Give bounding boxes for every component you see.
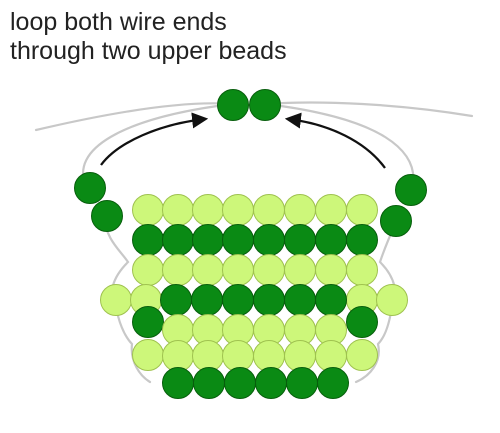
dark-green-bead-icon	[253, 224, 285, 256]
dark-green-bead-icon	[315, 284, 347, 316]
dark-green-bead-icon	[249, 89, 281, 121]
instruction-caption: loop both wire ends through two upper be…	[10, 8, 287, 66]
light-green-bead-icon	[162, 254, 194, 286]
curved-arrow-icon	[284, 112, 386, 169]
dark-green-bead-icon	[380, 205, 412, 237]
light-green-bead-icon	[284, 194, 316, 226]
light-green-bead-icon	[222, 340, 254, 372]
light-green-bead-icon	[253, 254, 285, 286]
light-green-bead-icon	[253, 194, 285, 226]
light-green-bead-icon	[376, 284, 408, 316]
dark-green-bead-icon	[217, 89, 249, 121]
dark-green-bead-icon	[132, 224, 164, 256]
light-green-bead-icon	[192, 194, 224, 226]
dark-green-bead-icon	[91, 200, 123, 232]
light-green-bead-icon	[100, 284, 132, 316]
light-green-bead-icon	[346, 254, 378, 286]
light-green-bead-icon	[162, 194, 194, 226]
dark-green-bead-icon	[284, 224, 316, 256]
light-green-bead-icon	[315, 194, 347, 226]
light-green-bead-icon	[192, 340, 224, 372]
wire-right-end	[264, 101, 474, 118]
light-green-bead-icon	[346, 339, 378, 371]
curved-arrow-icon	[100, 112, 209, 166]
arrow-group	[100, 112, 386, 169]
dark-green-bead-icon	[317, 367, 349, 399]
light-green-bead-icon	[132, 254, 164, 286]
light-green-bead-icon	[315, 340, 347, 372]
dark-green-bead-icon	[315, 224, 347, 256]
light-green-bead-icon	[346, 194, 378, 226]
light-green-bead-icon	[284, 340, 316, 372]
dark-green-bead-icon	[222, 284, 254, 316]
light-green-bead-icon	[132, 194, 164, 226]
light-green-bead-icon	[192, 254, 224, 286]
dark-green-bead-icon	[395, 174, 427, 206]
light-green-bead-icon	[162, 340, 194, 372]
dark-green-bead-icon	[253, 284, 285, 316]
dark-green-bead-icon	[193, 367, 225, 399]
dark-green-bead-icon	[224, 367, 256, 399]
dark-green-bead-icon	[132, 306, 164, 338]
light-green-bead-icon	[253, 340, 285, 372]
light-green-bead-icon	[315, 254, 347, 286]
light-green-bead-icon	[222, 254, 254, 286]
bead-group	[74, 89, 427, 399]
dark-green-bead-icon	[162, 367, 194, 399]
dark-green-bead-icon	[255, 367, 287, 399]
dark-green-bead-icon	[192, 224, 224, 256]
caption-line-2: through two upper beads	[10, 37, 287, 65]
dark-green-bead-icon	[162, 224, 194, 256]
dark-green-bead-icon	[346, 224, 378, 256]
caption-line-1: loop both wire ends	[10, 8, 227, 36]
dark-green-bead-icon	[284, 284, 316, 316]
wire-left-end	[34, 102, 234, 132]
dark-green-bead-icon	[346, 306, 378, 338]
dark-green-bead-icon	[74, 172, 106, 204]
dark-green-bead-icon	[222, 224, 254, 256]
light-green-bead-icon	[222, 194, 254, 226]
light-green-bead-icon	[284, 254, 316, 286]
dark-green-bead-icon	[160, 284, 192, 316]
dark-green-bead-icon	[286, 367, 318, 399]
dark-green-bead-icon	[191, 284, 223, 316]
light-green-bead-icon	[132, 339, 164, 371]
